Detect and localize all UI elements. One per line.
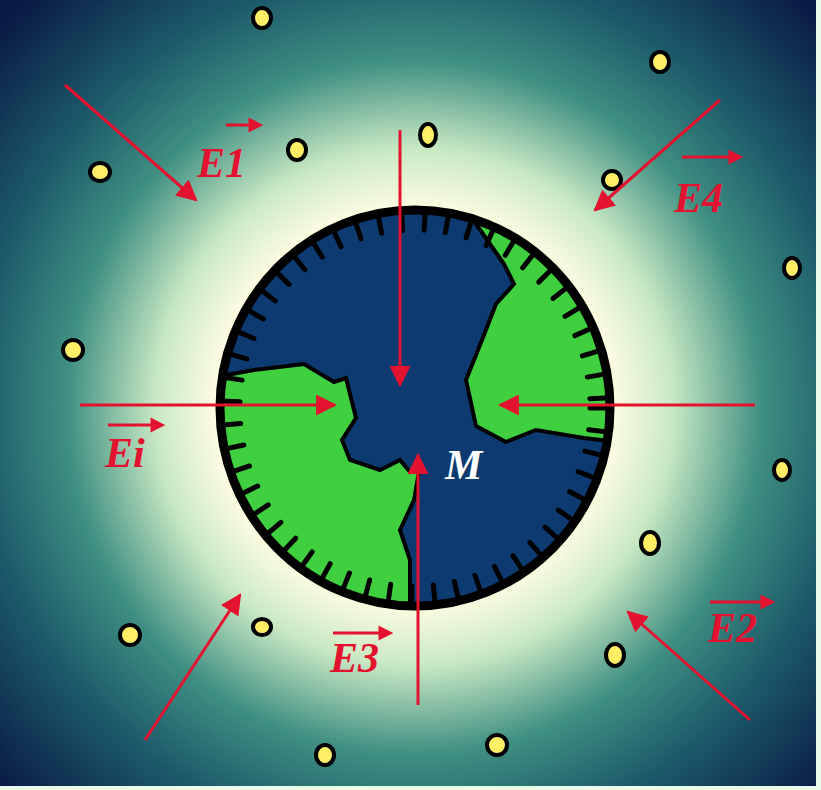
- earth-globe: M: [214, 204, 616, 612]
- field-arrow: [500, 404, 755, 407]
- particles: [63, 8, 800, 765]
- vector-label: E2: [708, 607, 757, 649]
- field-arrow: [145, 595, 240, 740]
- vector-label: E4: [674, 177, 723, 219]
- vector-label: Ei: [105, 432, 145, 474]
- vector-label: E1: [197, 142, 246, 184]
- field-arrow: [417, 455, 420, 705]
- field-arrow: [399, 130, 402, 385]
- field-arrow: [80, 404, 335, 407]
- field-arrow: [65, 85, 196, 200]
- vector-bars: [108, 120, 772, 638]
- earth-outline-svg: [214, 204, 616, 612]
- mass-label: M: [445, 444, 482, 486]
- vector-label: E3: [330, 637, 379, 679]
- earth-outline: [220, 210, 610, 606]
